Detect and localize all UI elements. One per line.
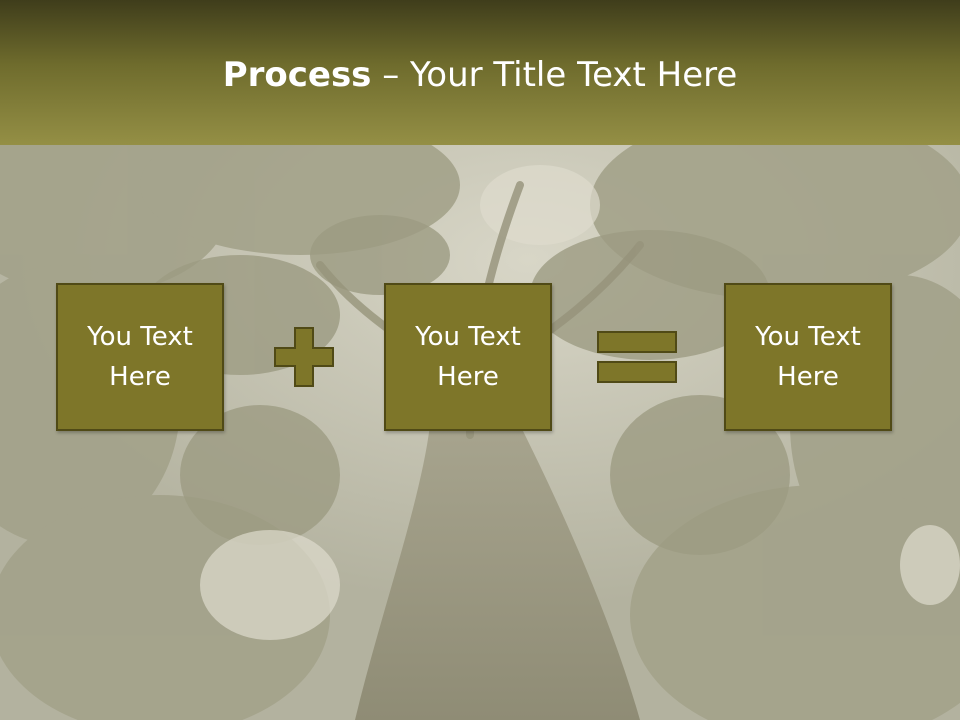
process-box-2-label: You Text Here	[415, 322, 521, 392]
process-box-2[interactable]: You Text Here	[384, 283, 552, 431]
slide-title: Process – Your Title Text Here	[0, 52, 960, 98]
plus-icon	[274, 327, 334, 387]
slide-title-rest: – Your Title Text Here	[371, 55, 738, 95]
forest-background-image	[0, 145, 960, 720]
process-box-3-label: You Text Here	[755, 322, 861, 392]
slide-title-bold: Process	[222, 55, 372, 95]
title-band: Process – Your Title Text Here	[0, 0, 960, 145]
process-box-3[interactable]: You Text Here	[724, 283, 892, 431]
process-box-1[interactable]: You Text Here	[56, 283, 224, 431]
process-box-1-label: You Text Here	[87, 322, 193, 392]
equals-icon	[597, 331, 677, 383]
